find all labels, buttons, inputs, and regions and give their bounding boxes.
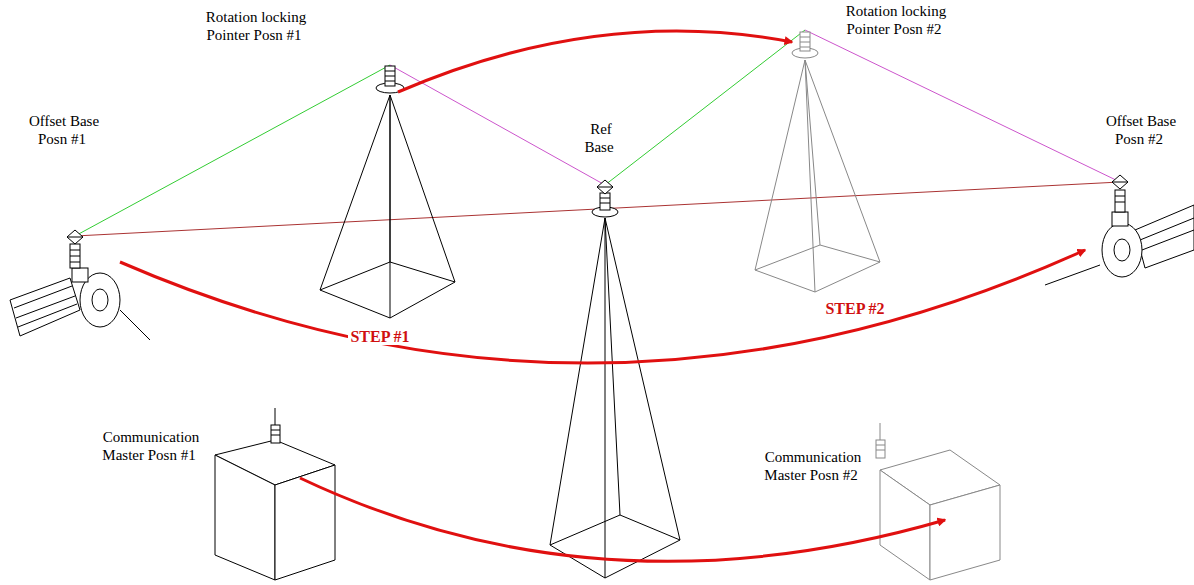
step-label: STEP #1 (330, 328, 430, 346)
ref-tripod (550, 180, 680, 578)
part-label: Rotation locking Pointer Posn #2 (830, 2, 960, 38)
offset-base-2 (1045, 175, 1194, 285)
comm-master-2 (876, 423, 1000, 580)
label-text: Rotation locking Pointer Posn #2 (844, 3, 946, 37)
sight-lines (75, 30, 1120, 236)
label-text: Ref Base (584, 121, 615, 155)
part-label: Communication Master Posn #2 (752, 448, 872, 484)
label-text: Offset Base Posn #2 (1104, 113, 1176, 147)
label-text: Rotation locking Pointer Posn #1 (204, 9, 306, 43)
tripod-2 (755, 32, 880, 292)
offset-base-1 (10, 230, 150, 340)
move-arrows (120, 31, 1085, 561)
part-label: Ref Base (578, 120, 622, 156)
label-text: Communication Master Posn #1 (101, 429, 200, 463)
step-label: STEP #2 (805, 300, 905, 318)
label-text: Communication Master Posn #2 (763, 449, 862, 483)
label-text: STEP #2 (823, 300, 886, 317)
tripod-1 (320, 66, 455, 318)
part-label: Offset Base Posn #1 (16, 112, 111, 148)
label-text: Offset Base Posn #1 (27, 113, 99, 147)
part-label: Communication Master Posn #1 (90, 428, 210, 464)
label-text: STEP #1 (348, 328, 411, 345)
part-label: Rotation locking Pointer Posn #1 (190, 8, 320, 44)
comm-master-1 (215, 408, 335, 580)
part-label: Offset Base Posn #2 (1093, 112, 1188, 148)
